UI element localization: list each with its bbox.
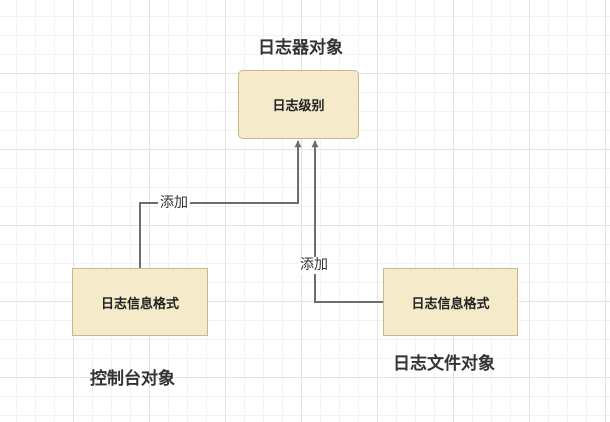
edge-label-console-add: 添加 xyxy=(158,195,190,212)
file-format-node[interactable]: 日志信息格式 xyxy=(383,268,518,336)
file-object-title: 日志文件对象 xyxy=(393,354,495,374)
log-level-node[interactable]: 日志级别 xyxy=(238,70,359,139)
logger-object-title: 日志器对象 xyxy=(258,38,343,58)
console-object-title: 控制台对象 xyxy=(90,369,175,389)
edge-label-file-add: 添加 xyxy=(298,257,330,274)
edge-file-to-logger[interactable] xyxy=(311,140,384,303)
console-format-node[interactable]: 日志信息格式 xyxy=(72,268,208,336)
edge-console-to-logger[interactable] xyxy=(139,140,302,268)
